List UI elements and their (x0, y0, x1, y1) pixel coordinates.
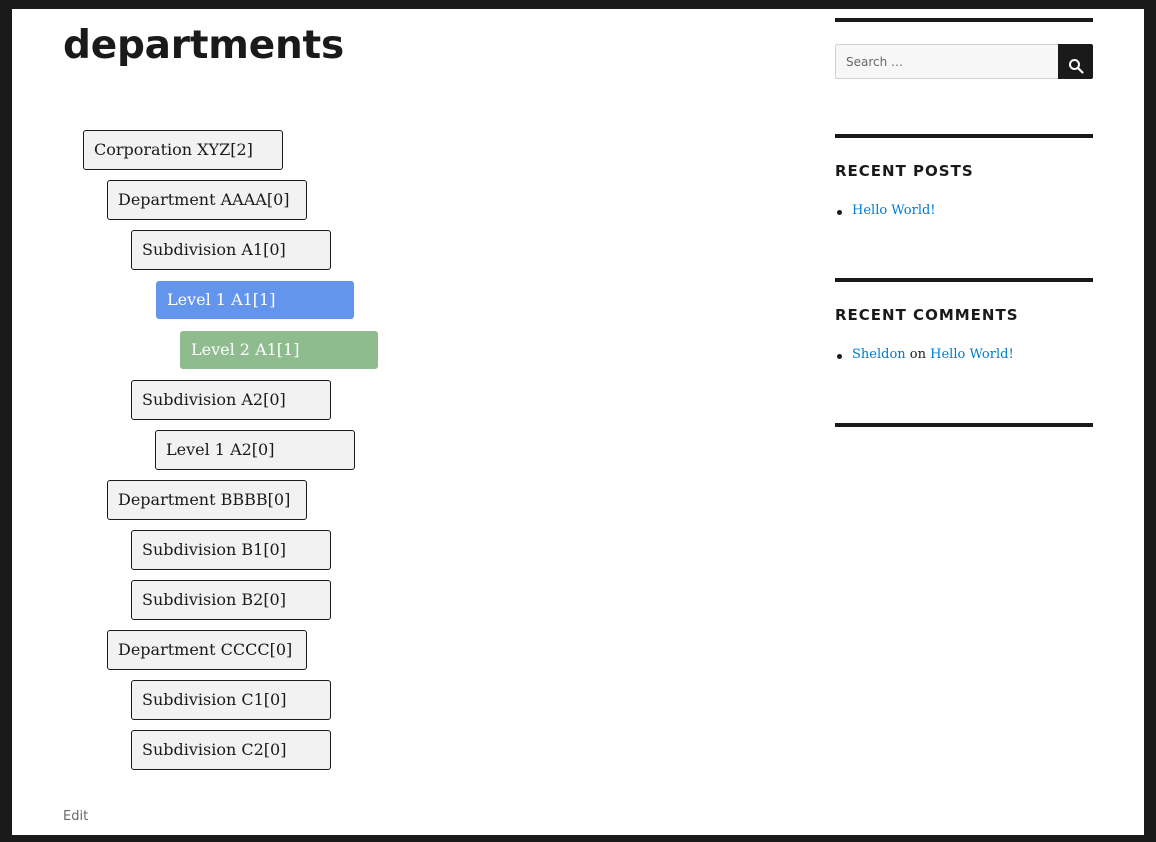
search-button[interactable] (1058, 44, 1093, 79)
comment-author-link[interactable]: Sheldon (852, 347, 906, 362)
recent-comments-list: Sheldon on Hello World! (835, 347, 1014, 362)
page-content: departments Corporation XYZ[2] Departmen… (12, 9, 1144, 835)
tree-node-subdivision-b2[interactable]: Subdivision B2[0] (131, 580, 331, 620)
list-item: Hello World! (835, 203, 936, 218)
search-input[interactable] (835, 44, 1058, 79)
divider (835, 278, 1093, 282)
tree-node-level1-a1[interactable]: Level 1 A1[1] (156, 281, 354, 319)
tree-node-subdivision-a1[interactable]: Subdivision A1[0] (131, 230, 331, 270)
recent-posts-title: RECENT POSTS (835, 162, 974, 180)
tree-node-corporation-xyz[interactable]: Corporation XYZ[2] (83, 130, 283, 170)
post-link[interactable]: Hello World! (852, 203, 936, 218)
tree-node-department-bbbb[interactable]: Department BBBB[0] (107, 480, 307, 520)
tree-node-level2-a1[interactable]: Level 2 A1[1] (180, 331, 378, 369)
divider (835, 18, 1093, 22)
recent-comments-title: RECENT COMMENTS (835, 306, 1019, 324)
tree-node-subdivision-a2[interactable]: Subdivision A2[0] (131, 380, 331, 420)
recent-posts-list: Hello World! (835, 203, 936, 218)
divider (835, 134, 1093, 138)
tree-node-department-cccc[interactable]: Department CCCC[0] (107, 630, 307, 670)
tree-node-department-aaaa[interactable]: Department AAAA[0] (107, 180, 307, 220)
bullet-icon (837, 354, 842, 359)
list-item: Sheldon on Hello World! (835, 347, 1014, 362)
comment-post-link[interactable]: Hello World! (930, 347, 1014, 362)
edit-link[interactable]: Edit (63, 809, 89, 824)
tree-node-subdivision-b1[interactable]: Subdivision B1[0] (131, 530, 331, 570)
tree-node-subdivision-c1[interactable]: Subdivision C1[0] (131, 680, 331, 720)
tree-node-subdivision-c2[interactable]: Subdivision C2[0] (131, 730, 331, 770)
page-title: departments (63, 23, 344, 68)
tree-node-level1-a2[interactable]: Level 1 A2[0] (155, 430, 355, 470)
bullet-icon (837, 210, 842, 215)
search-icon (1068, 59, 1084, 74)
divider (835, 423, 1093, 427)
comment-connector: on (909, 347, 926, 362)
